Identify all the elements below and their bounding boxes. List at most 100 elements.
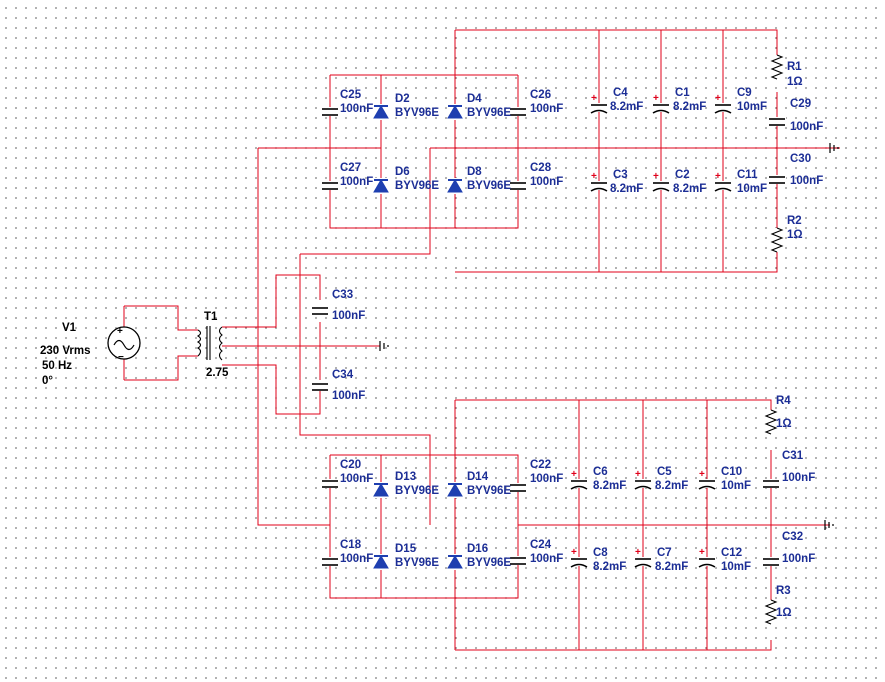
c12-symbol: + xyxy=(698,547,716,568)
c29-symbol xyxy=(768,117,786,126)
c27-name: C27 xyxy=(340,162,361,174)
c3-value: 8.2mF xyxy=(610,183,643,195)
d2-name: D2 xyxy=(395,93,410,105)
c29-name: C29 xyxy=(790,98,811,110)
d16-name: D16 xyxy=(467,543,488,555)
r1-symbol xyxy=(770,54,784,80)
c7-name: C7 xyxy=(657,547,672,559)
d6-name: D6 xyxy=(395,166,410,178)
source-phase: 0° xyxy=(42,375,53,387)
c25-value: 100nF xyxy=(340,103,373,115)
c18-symbol xyxy=(321,557,339,566)
c32-name: C32 xyxy=(782,531,803,543)
c3-symbol: + xyxy=(590,171,608,192)
c12-value: 10mF xyxy=(721,561,751,573)
c11-name: C11 xyxy=(737,169,758,181)
c9-name: C9 xyxy=(737,87,752,99)
svg-text:+: + xyxy=(635,547,641,558)
ground-bottom xyxy=(824,520,834,530)
c25-name: C25 xyxy=(340,89,362,101)
c34-value: 100nF xyxy=(332,390,365,402)
c9-symbol: + xyxy=(714,93,732,114)
c3-name: C3 xyxy=(613,169,628,181)
r2-symbol xyxy=(770,227,784,253)
c28-symbol xyxy=(509,181,527,190)
c2-value: 8.2mF xyxy=(673,183,706,195)
c32-symbol xyxy=(762,557,780,566)
svg-text:+: + xyxy=(699,547,705,558)
c5-name: C5 xyxy=(657,466,672,478)
svg-text:+: + xyxy=(715,171,721,182)
c30-symbol xyxy=(768,175,786,184)
c28-value: 100nF xyxy=(530,176,563,188)
svg-text:+: + xyxy=(715,93,721,104)
labels: V1 230 Vrms 50 Hz 0° T1 2.75 C25100nFC27… xyxy=(40,61,823,619)
d8-name: D8 xyxy=(467,166,482,178)
c31-name: C31 xyxy=(782,450,804,462)
c24-name: C24 xyxy=(530,539,552,551)
svg-text:−: − xyxy=(118,352,124,363)
c1-value: 8.2mF xyxy=(673,101,706,113)
c2-symbol: + xyxy=(652,171,670,192)
c25-symbol xyxy=(321,107,339,116)
svg-text:+: + xyxy=(591,171,597,182)
d13-value: BYV96E xyxy=(395,485,439,497)
d4-value: BYV96E xyxy=(467,107,511,119)
c30-value: 100nF xyxy=(790,175,823,187)
d4-name: D4 xyxy=(467,93,482,105)
d14-value: BYV96E xyxy=(467,485,511,497)
svg-text:+: + xyxy=(591,93,597,104)
c5-value: 8.2mF xyxy=(655,480,688,492)
d13-symbol xyxy=(373,482,389,498)
c30-name: C30 xyxy=(790,153,811,165)
c33-value: 100nF xyxy=(332,310,365,322)
d16-value: BYV96E xyxy=(467,557,511,569)
svg-text:+: + xyxy=(635,469,641,480)
c9-value: 10mF xyxy=(737,101,767,113)
d2-value: BYV96E xyxy=(395,107,439,119)
r1-name: R1 xyxy=(787,61,802,73)
ground-top xyxy=(829,143,839,153)
c8-name: C8 xyxy=(593,547,608,559)
c27-symbol xyxy=(321,181,339,190)
c26-value: 100nF xyxy=(530,103,563,115)
c28-name: C28 xyxy=(530,162,552,174)
c6-value: 8.2mF xyxy=(593,480,626,492)
source-name: V1 xyxy=(62,322,77,334)
c12-name: C12 xyxy=(721,547,742,559)
d15-value: BYV96E xyxy=(395,557,439,569)
c22-symbol xyxy=(509,483,527,492)
ground-mid xyxy=(379,341,389,351)
c5-symbol: + xyxy=(634,469,652,490)
r1-value: 1Ω xyxy=(787,76,803,88)
c8-symbol: + xyxy=(570,547,588,568)
c18-name: C18 xyxy=(340,539,362,551)
c4-name: C4 xyxy=(613,87,628,99)
ground-symbols xyxy=(379,143,839,530)
c11-symbol: + xyxy=(714,171,732,192)
c24-value: 100nF xyxy=(530,553,563,565)
r3-value: 1Ω xyxy=(776,607,792,619)
c20-value: 100nF xyxy=(340,473,373,485)
svg-text:+: + xyxy=(653,93,659,104)
c18-value: 100nF xyxy=(340,553,373,565)
d15-name: D15 xyxy=(395,543,417,555)
svg-text:+: + xyxy=(571,469,577,480)
source-voltage: 230 Vrms xyxy=(40,345,91,357)
c32-value: 100nF xyxy=(782,553,815,565)
c33-name: C33 xyxy=(332,289,353,301)
svg-text:+: + xyxy=(699,469,705,480)
d13-name: D13 xyxy=(395,471,416,483)
c6-symbol: + xyxy=(570,469,588,490)
c34-symbol xyxy=(311,382,329,391)
svg-text:+: + xyxy=(653,171,659,182)
c1-name: C1 xyxy=(675,87,690,99)
r2-name: R2 xyxy=(787,215,802,227)
d2-symbol xyxy=(373,104,389,120)
c24-symbol xyxy=(509,556,527,565)
r3-name: R3 xyxy=(776,585,791,597)
c27-value: 100nF xyxy=(340,176,373,188)
wires xyxy=(123,29,840,651)
